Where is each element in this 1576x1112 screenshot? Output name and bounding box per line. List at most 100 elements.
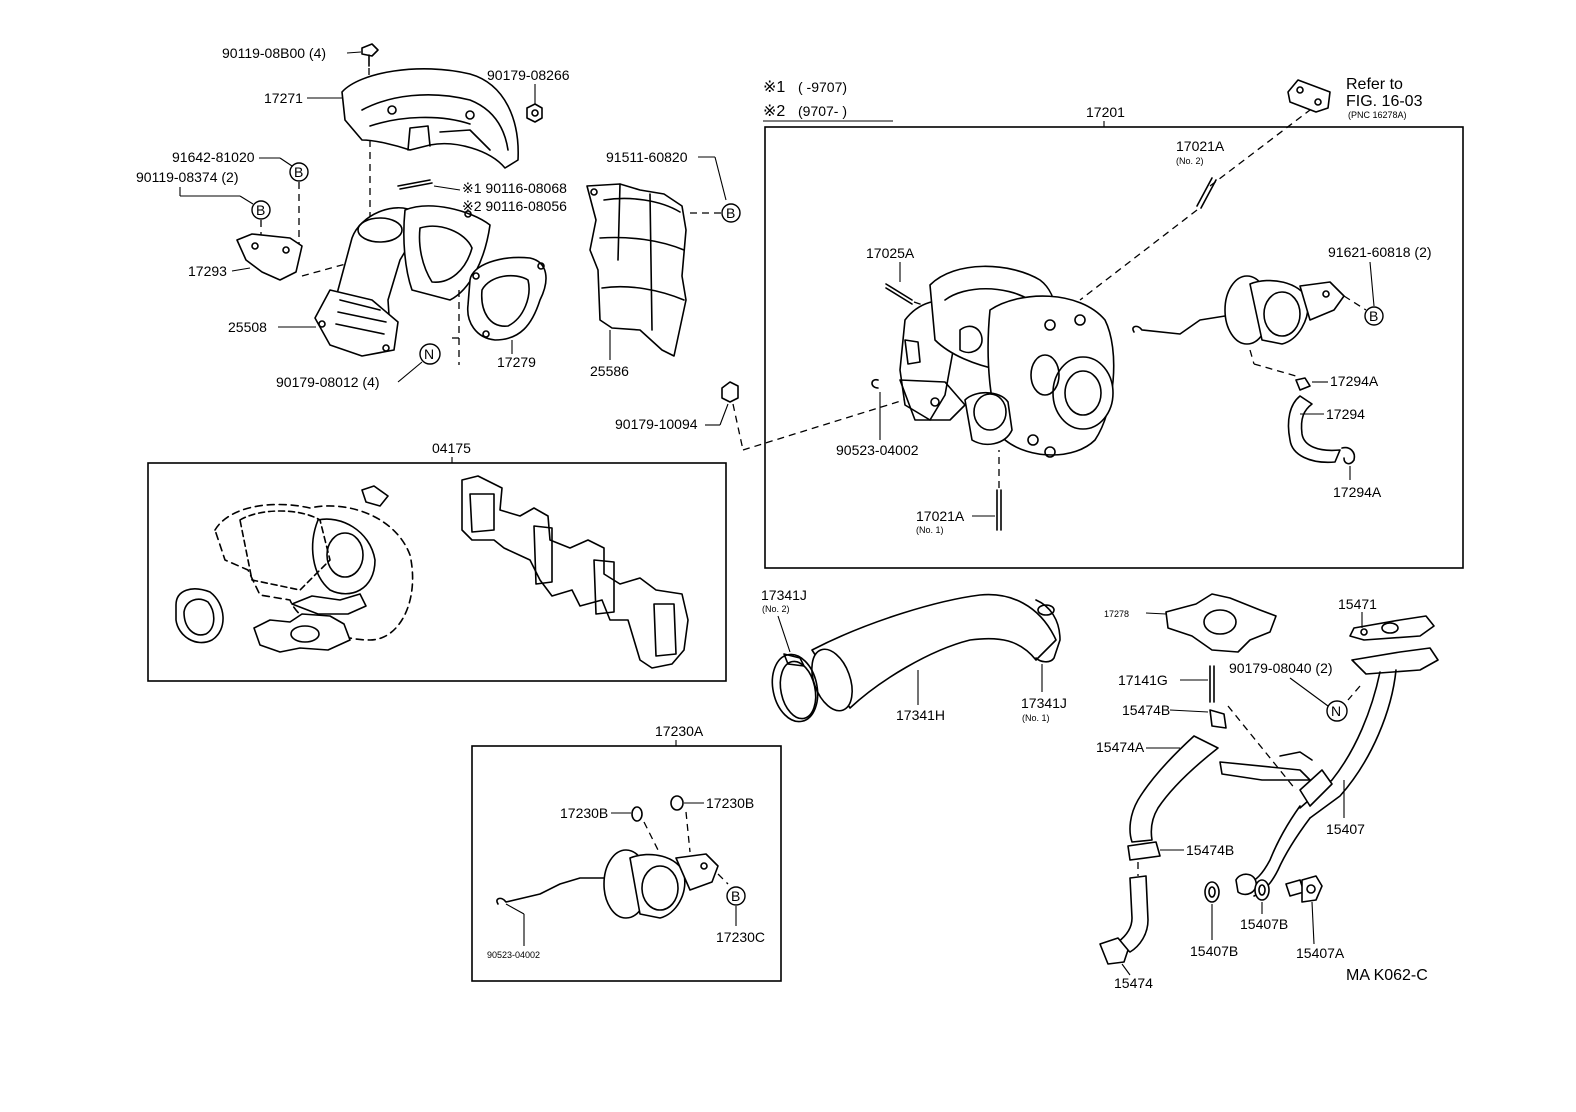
stud-17021A-no1: [996, 450, 1002, 531]
part-outline: [593, 559, 615, 615]
part-label-N: N: [1331, 703, 1341, 719]
part-label-p17341J-no1-sub: (No. 1): [1022, 713, 1050, 723]
part-outline: [537, 262, 545, 270]
part-label-p17341H: 17341H: [896, 707, 945, 723]
leader-line: [1311, 901, 1315, 945]
gasket-kit-04175: [175, 475, 689, 669]
part-outline: [1127, 841, 1161, 861]
part-label-p25586: 25586: [590, 363, 629, 379]
part-outline: [1258, 884, 1266, 896]
mark-n-90179-08040: [1326, 700, 1348, 722]
part-outline: [318, 320, 326, 328]
mark-b-91642: [289, 162, 309, 182]
part-label-p15407A: 15407A: [1296, 945, 1345, 961]
part-label-p17021A-no1-sub: (No. 1): [916, 525, 944, 535]
part-outline: [1306, 884, 1316, 894]
leader-line: [1121, 963, 1131, 976]
part-outline: [1203, 609, 1237, 635]
part-label-line1: Refer to: [1346, 76, 1403, 93]
part-outline: [464, 210, 472, 218]
mark-b-91621: [1364, 306, 1384, 326]
nut-90179-10094: [721, 381, 739, 403]
part-label-B: B: [256, 202, 265, 218]
part-label-line3: (PNC 16278A): [1348, 110, 1407, 120]
part-outline: [1309, 669, 1397, 819]
part-label-p91642-81020: 91642-81020: [172, 149, 255, 165]
part-outline: [1204, 881, 1220, 903]
part-label-p90179-08012: 90179-08012 (4): [276, 374, 380, 390]
part-label-p17021A-no1: 17021A: [916, 508, 965, 524]
part-outline: [407, 125, 431, 151]
part-outline: [482, 330, 490, 338]
clamp-17341J-no2: [771, 653, 819, 723]
part-outline: [1279, 751, 1313, 761]
part-label-p17341J-no2-sub: (No. 2): [762, 604, 790, 614]
part-outline: [1037, 604, 1055, 616]
part-outline: [1209, 709, 1227, 729]
part-outline: [1129, 735, 1219, 843]
part-outline: [675, 853, 719, 891]
figure-code: MA K062-C: [1346, 967, 1428, 984]
part-outline: [1295, 377, 1311, 391]
part-outline: [1296, 86, 1304, 94]
part-outline: [1099, 937, 1129, 965]
stud-17141G: [1209, 665, 1215, 703]
part-outline: [397, 179, 431, 187]
part-label-mark: ※1: [763, 79, 785, 96]
part-label-p91511-60820: 91511-60820: [606, 149, 688, 165]
part-outline: [964, 391, 1013, 446]
part-label-p17279: 17279: [497, 354, 536, 370]
oil-pipe-15407: [1219, 647, 1439, 897]
part-outline: [1208, 886, 1216, 898]
part-outline: [472, 272, 480, 280]
leader-line: [346, 51, 362, 54]
part-outline: [341, 68, 519, 169]
part-outline: [533, 525, 553, 585]
part-outline: [1254, 879, 1270, 901]
part-outline: [239, 510, 331, 591]
part-label-p17230B-left: 17230B: [560, 805, 608, 821]
part-label-p17021A-no2: 17021A: [1176, 138, 1225, 154]
part-outline: [871, 378, 879, 389]
part-outline: [779, 660, 817, 720]
part-outline: [369, 116, 471, 127]
part-outline: [290, 625, 320, 643]
part-label-p15407B-b: 15407B: [1240, 916, 1288, 932]
part-label-p15474B-bot: 15474B: [1186, 842, 1234, 858]
mark-b-91511: [721, 203, 741, 223]
part-outline: [783, 653, 805, 667]
part-label-p17294: 17294: [1326, 406, 1365, 422]
part-outline: [418, 225, 473, 283]
part-outline: [1299, 769, 1333, 807]
part-outline: [811, 593, 1057, 709]
part-outline: [387, 105, 397, 115]
part-outline: [930, 397, 940, 407]
part-label-p25508: 25508: [228, 319, 267, 335]
part-outline: [326, 532, 364, 578]
part-outline: [1117, 875, 1149, 953]
part-outline: [641, 865, 679, 911]
part-outline: [335, 299, 387, 335]
assembly-dashed-line: [1253, 363, 1297, 377]
leader-line: [719, 403, 729, 426]
part-label-p15474B-top: 15474B: [1122, 702, 1170, 718]
part-outline: [314, 289, 399, 357]
part-outline: [1235, 873, 1257, 896]
mark-b-17230C: [726, 886, 746, 906]
part-outline: [1030, 354, 1060, 396]
part-outline: [721, 381, 739, 403]
part-outline: [183, 598, 215, 636]
gasket-kit-box: [147, 462, 727, 682]
part-label-mark: ※2: [763, 103, 785, 120]
part-label-B: B: [726, 205, 735, 221]
part-outline: [465, 110, 475, 120]
part-outline: [1287, 395, 1341, 464]
part-label-p17294A-bot: 17294A: [1333, 484, 1382, 500]
part-outline: [1351, 647, 1439, 675]
part-outline: [590, 188, 598, 196]
hose-17294: [1287, 377, 1356, 465]
mark-b-90119: [251, 200, 271, 220]
part-outline: [1027, 434, 1039, 446]
part-label-p15471: 15471: [1338, 596, 1377, 612]
part-outline: [1381, 622, 1399, 634]
